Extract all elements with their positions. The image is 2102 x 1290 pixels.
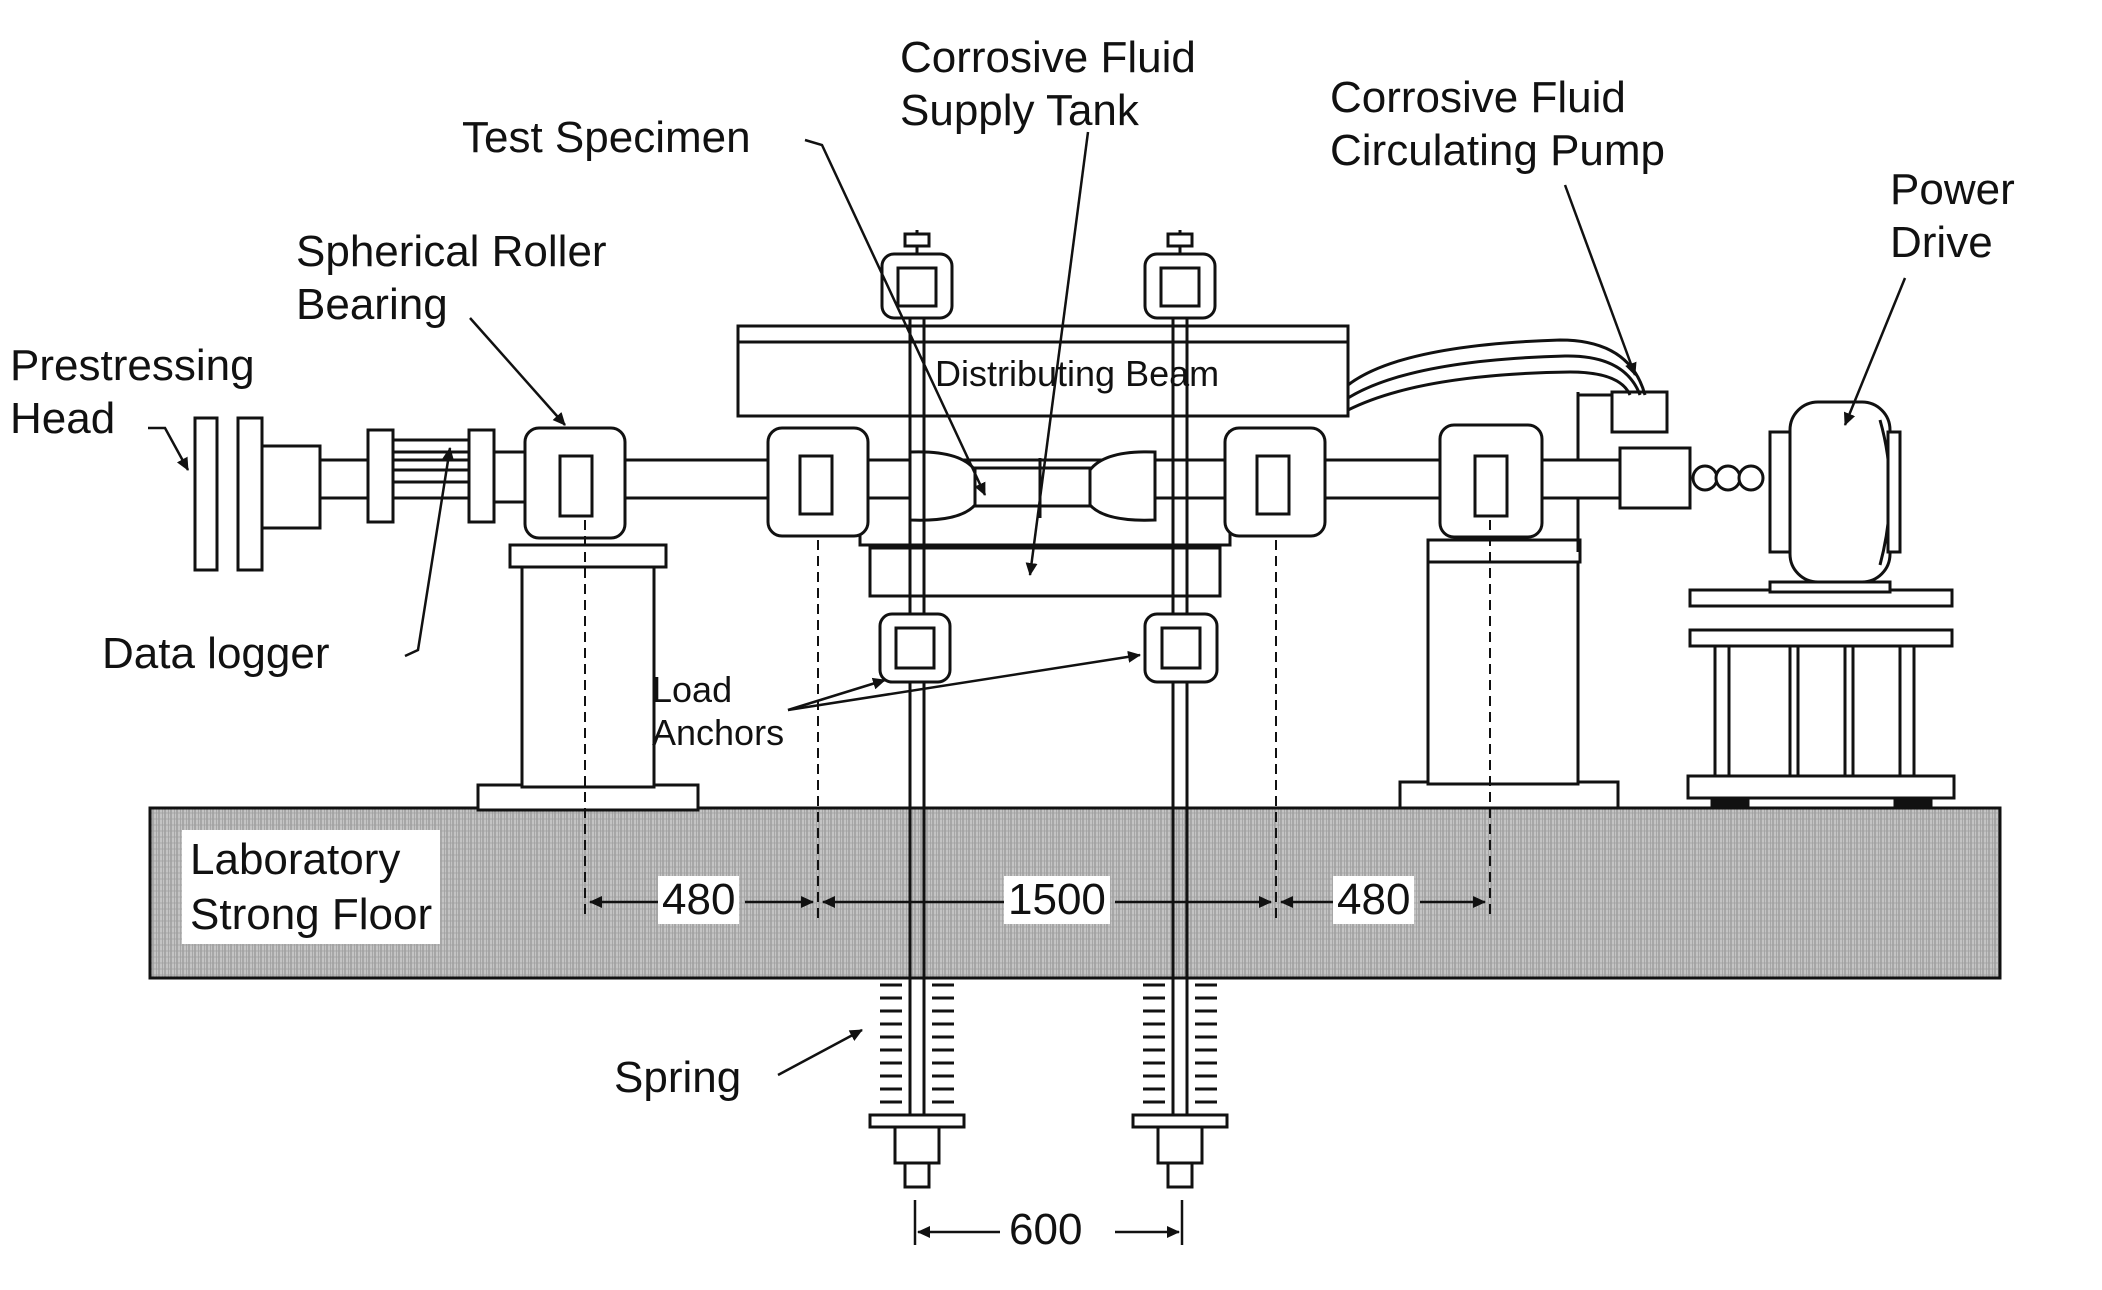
drive-coupling — [1691, 464, 1765, 492]
supply-tank — [868, 546, 1222, 598]
bearing-inner-left — [766, 426, 870, 538]
label-test-specimen: Test Specimen — [462, 113, 751, 162]
label-distributing-beam: Distributing Beam — [935, 353, 1220, 394]
label-power-drive: Power Drive — [1890, 165, 2015, 267]
label-prestressing-head: Prestressing Head — [10, 341, 255, 443]
label-load-anchors: Load Anchors — [652, 669, 785, 754]
label-roller-bearing: Spherical Roller Bearing — [296, 227, 607, 329]
label-spring: Spring — [614, 1053, 742, 1102]
top-load-frame-left — [880, 230, 954, 320]
bearing-inner-right — [1223, 426, 1327, 538]
spring-left — [868, 983, 966, 1189]
tie-rods — [908, 318, 1189, 1125]
dimension-anchor-spacing: 600 — [1005, 1205, 1087, 1255]
load-anchor-left — [878, 612, 952, 684]
bearing-outer-right — [1438, 423, 1544, 539]
top-load-frame-right — [1143, 230, 1217, 320]
power-drive-stand — [1686, 580, 1956, 810]
label-strong-floor: Laboratory Strong Floor — [182, 830, 441, 944]
load-anchor-right — [1143, 612, 1219, 684]
dimension-left-span: 480 — [658, 875, 740, 925]
spring-right — [1131, 983, 1229, 1189]
fluid-hoses — [1347, 338, 1647, 412]
label-data-logger: Data logger — [102, 629, 330, 678]
leader-lines — [148, 131, 1907, 1077]
label-circulating-pump: Corrosive Fluid Circulating Pump — [1330, 73, 1666, 175]
right-support-pedestal — [1398, 538, 1620, 810]
dimension-reference-lines — [584, 520, 1491, 920]
power-drive-motor — [1768, 400, 1902, 584]
dimension-middle-span: 1500 — [1004, 875, 1110, 925]
label-supply-tank: Corrosive Fluid Supply Tank — [900, 33, 1196, 135]
dimension-arrows — [589, 896, 1486, 1245]
left-support-pedestal — [476, 543, 700, 812]
test-specimen — [908, 450, 1157, 522]
dimension-right-span: 480 — [1333, 875, 1415, 925]
distributing-beam — [736, 324, 1350, 418]
bearing-outer-left — [523, 426, 627, 540]
